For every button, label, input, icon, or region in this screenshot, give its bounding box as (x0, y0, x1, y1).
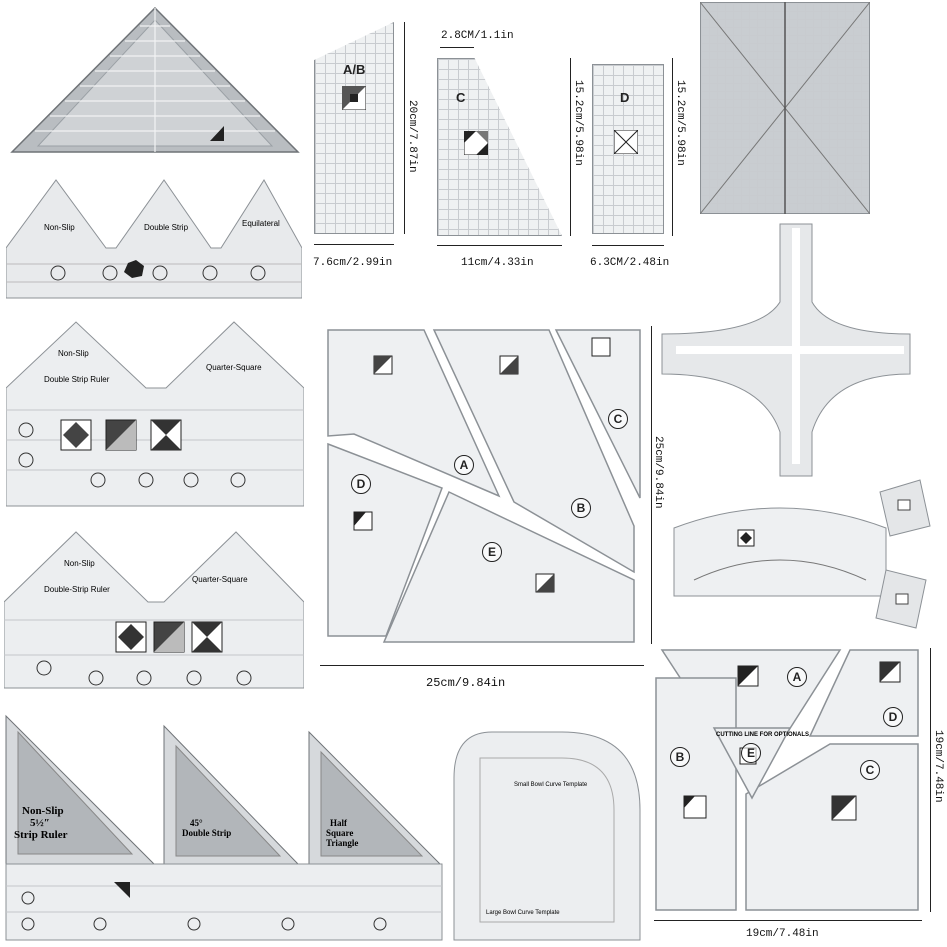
d-height-line (672, 58, 673, 236)
ruler-c-label: C (456, 90, 466, 105)
double-strip-ruler-2: Non-Slip Double-Strip Ruler Quarter-Squa… (4, 531, 304, 689)
c-width-line (437, 245, 562, 246)
scrappy-a-marker: A (787, 667, 807, 687)
large-curve-text: Large Bowl Curve Template (486, 910, 560, 916)
set-width-label: 25cm/9.84in (426, 676, 506, 690)
ruler-c (437, 58, 562, 236)
piece-a-marker: A (454, 455, 474, 475)
piece-e-marker: E (482, 542, 502, 562)
c-height-label: 15.2cm/5.98in (572, 80, 584, 166)
svg-text:45°: 45° (190, 818, 203, 828)
double-strip-ruler-1: Non-Slip Double Strip Ruler Quarter-Squa… (6, 321, 304, 507)
d-width-line (592, 245, 664, 246)
ab-width-line (314, 244, 394, 245)
svg-text:Non-Slip: Non-Slip (64, 559, 95, 568)
svg-text:Non-Slip: Non-Slip (58, 349, 89, 358)
ruler-d-label: D (620, 90, 630, 105)
svg-text:Strip Ruler: Strip Ruler (14, 829, 68, 841)
d-height-label: 15.2cm/5.98in (674, 80, 686, 166)
c-top-label: 2.8CM/1.1in (441, 30, 514, 42)
piece-b-marker: B (571, 498, 591, 518)
triple-triangle-ruler: Non-Slip Double Strip Equilateral (6, 179, 302, 299)
scrappy-b-marker: B (670, 747, 690, 767)
block-icon (614, 130, 638, 154)
scrappy-c-marker: C (860, 760, 880, 780)
scrappy-width-line (654, 920, 922, 921)
set-height-line (651, 326, 652, 644)
cutting-line-text: CUTTING LINE FOR OPTIONALS (716, 732, 809, 738)
large-triangle-ruler (10, 6, 300, 153)
ruler-ab-label: A/B (343, 62, 366, 77)
ruler-ab (314, 22, 394, 234)
grid-diagonals (700, 2, 870, 214)
svg-text:Square: Square (326, 828, 353, 838)
svg-text:Half: Half (330, 818, 348, 828)
strip-triangle-ruler: Non-Slip 5½″ Strip Ruler 45° Double Stri… (5, 714, 443, 941)
svg-text:Quarter-Square: Quarter-Square (206, 363, 262, 372)
svg-text:Non-Slip: Non-Slip (44, 223, 75, 232)
curve-template-small (673, 507, 887, 597)
scrappy-height-label: 19cm/7.48in (932, 730, 944, 803)
svg-text:Non-Slip: Non-Slip (22, 805, 64, 817)
block-icon (464, 131, 488, 155)
scrappy-width-label: 19cm/7.48in (746, 928, 819, 940)
bowl-curve-template: Small Bowl Curve Template Large Bowl Cur… (453, 731, 641, 941)
block-icon (342, 86, 366, 110)
svg-text:Quarter-Square: Quarter-Square (192, 575, 248, 584)
svg-text:Equilateral: Equilateral (242, 219, 280, 228)
scrappy-d-marker: D (883, 707, 903, 727)
cross-ruler (661, 223, 911, 477)
scrappy-set: CUTTING LINE FOR OPTIONALS (655, 649, 919, 911)
svg-text:Double-Strip Ruler: Double-Strip Ruler (44, 585, 110, 594)
piece-d-marker: D (351, 474, 371, 494)
curve-card-2 (875, 569, 927, 629)
svg-text:Double Strip Ruler: Double Strip Ruler (44, 375, 110, 384)
c-width-label: 11cm/4.33in (461, 257, 534, 269)
d-width-label: 6.3CM/2.48in (590, 257, 670, 269)
ab-height-line (404, 22, 405, 234)
c-top-line (440, 47, 474, 48)
ab-height-label: 20cm/7.87in (406, 100, 418, 173)
small-curve-text: Small Bowl Curve Template (514, 782, 588, 788)
set-width-line (320, 665, 644, 666)
scrappy-height-line (930, 648, 931, 912)
svg-text:Double Strip: Double Strip (182, 828, 231, 838)
svg-text:Double Strip: Double Strip (144, 223, 189, 232)
ab-width-label: 7.6cm/2.99in (313, 257, 393, 269)
five-piece-set (327, 329, 641, 643)
c-height-line (570, 58, 571, 236)
piece-c-marker: C (608, 409, 628, 429)
svg-text:5½″: 5½″ (30, 817, 50, 829)
curve-card-1 (879, 479, 931, 537)
svg-text:Triangle: Triangle (326, 838, 358, 848)
scrappy-e-marker: E (741, 743, 761, 763)
